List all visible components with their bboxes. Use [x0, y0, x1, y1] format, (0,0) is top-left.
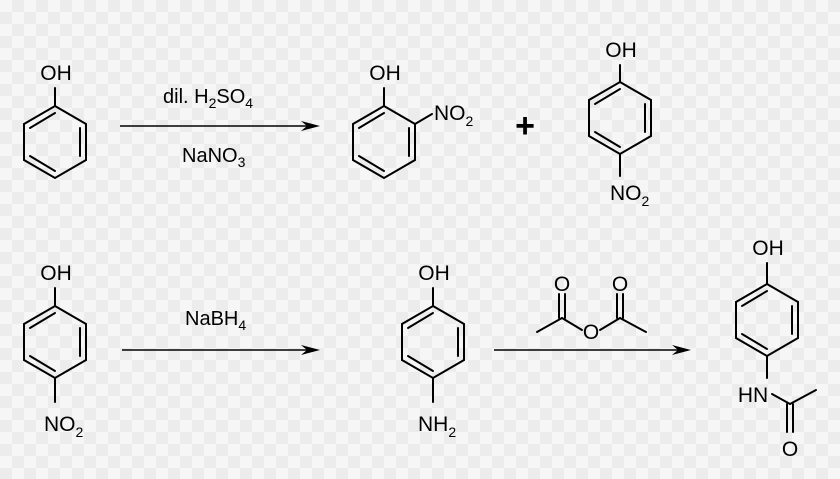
phenol-oh-label: OH	[40, 62, 72, 85]
plus-sign: +	[515, 107, 535, 145]
paracetamol-methyl-bond	[789, 389, 817, 405]
ortho-ring	[352, 104, 416, 180]
anhydride-bridging-o: O	[583, 321, 599, 344]
reactant2-nitro-label: NO2	[44, 413, 84, 440]
para-nitrophenol-reactant: OH NO2	[23, 262, 87, 440]
anhydride-ester-bond	[599, 317, 621, 331]
arrow-1-head	[301, 121, 320, 131]
para-double-bond	[594, 88, 621, 105]
anhydride-carbonyl-o-right: O	[612, 273, 628, 296]
reactant2-oh-label: OH	[40, 262, 72, 285]
ortho-double-bond	[358, 155, 385, 172]
reaction-arrow-3	[494, 345, 691, 355]
anhydride-ester-bond	[561, 317, 583, 331]
phenol-double-bond	[29, 155, 56, 172]
reactant2-ring	[23, 304, 87, 380]
paracetamol-carbonyl-o: O	[782, 438, 798, 461]
arrow-2-head	[301, 345, 320, 355]
phenol-double-bond	[29, 112, 56, 129]
ortho-nitro-bond	[414, 113, 433, 125]
paracetamol-double-bond	[741, 290, 768, 307]
aminophenol-double-bond	[407, 355, 434, 372]
para-double-bond	[594, 131, 621, 148]
anhydride-carbonyl-o-left: O	[554, 273, 570, 296]
arrow-3-head	[672, 345, 691, 355]
reaction-arrow-2: NaBH4	[122, 308, 320, 355]
paracetamol-molecule: OH HN O	[735, 237, 817, 461]
condition-nitrate: NaNO3	[182, 145, 246, 170]
condition-reductant: NaBH4	[185, 308, 246, 333]
paracetamol-oh-label: OH	[752, 237, 784, 260]
aminophenol-oh-label: OH	[418, 262, 450, 285]
paracetamol-ring	[735, 282, 799, 358]
aminophenol-ring	[401, 304, 465, 380]
paracetamol-double-bond	[741, 333, 768, 350]
anhydride-methyl-bond	[536, 317, 563, 333]
para-nitrophenol-molecule: OH NO2	[588, 39, 652, 209]
para-oh-label: OH	[605, 39, 637, 62]
para-aminophenol-molecule: OH NH2	[401, 262, 465, 440]
acetic-anhydride-molecule: O O O	[536, 273, 647, 344]
anhydride-methyl-bond	[619, 317, 647, 333]
paracetamol-nh-label: HN	[738, 384, 768, 407]
ortho-nitrophenol-molecule: OH NO2	[352, 62, 474, 180]
reactant2-double-bond	[29, 312, 56, 329]
phenol-molecule: OH	[23, 62, 87, 180]
para-nitro-label: NO2	[610, 182, 650, 209]
para-ring	[588, 80, 652, 156]
ortho-nitro-label: NO2	[434, 102, 474, 129]
condition-acid: dil. H2SO4	[163, 86, 253, 111]
paracetamol-nc-bond	[771, 393, 791, 405]
ortho-double-bond	[358, 112, 385, 129]
reaction-arrow-1: dil. H2SO4 NaNO3	[120, 86, 320, 170]
ortho-oh-label: OH	[369, 62, 401, 85]
phenol-ring	[23, 104, 87, 180]
aminophenol-double-bond	[407, 312, 434, 329]
reactant2-double-bond	[29, 355, 56, 372]
aminophenol-amine-label: NH2	[418, 413, 456, 440]
